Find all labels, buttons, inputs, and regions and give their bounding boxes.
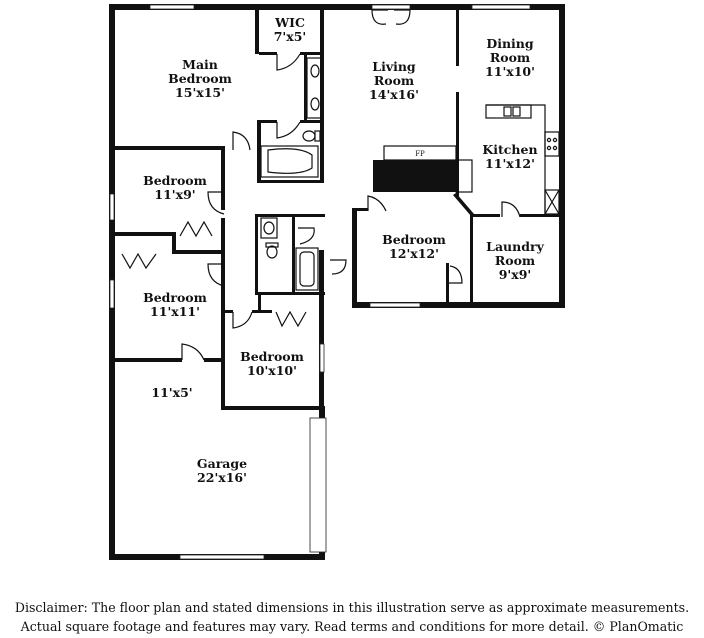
disclaimer-line-2: Actual square footage and features may v… [20, 619, 684, 634]
wic-size: 7'x5' [274, 29, 307, 44]
floor-plan: FP [109, 4, 565, 560]
windows [109, 4, 531, 560]
bedroom-11x11-size: 11'x11' [150, 304, 200, 319]
dining-room-line2: Room [490, 50, 530, 65]
dining-room-line1: Dining [486, 36, 534, 51]
laundry-room-line2: Room [495, 253, 535, 268]
room-labels: WIC 7'x5' Main Bedroom 15'x15' Living Ro… [143, 15, 544, 485]
garage-size: 22'x16' [197, 470, 247, 485]
bedroom-11x9-size: 11'x9' [154, 187, 195, 202]
dining-room-size: 11'x10' [485, 64, 535, 79]
disclaimer: Disclaimer: The floor plan and stated di… [0, 598, 704, 636]
main-bath-fixtures [260, 57, 322, 178]
main-bedroom-line1: Main [182, 57, 218, 72]
bedroom-11x9-name: Bedroom [143, 173, 207, 188]
living-room-line1: Living [372, 59, 416, 74]
kitchen-name: Kitchen [482, 142, 537, 157]
kitchen-counters [485, 104, 560, 215]
living-room-size: 14'x16' [369, 87, 419, 102]
bedroom-10x10-size: 10'x10' [247, 363, 297, 378]
fireplace-label: FP [415, 150, 425, 158]
bedroom-11x11-name: Bedroom [143, 290, 207, 305]
laundry-room-size: 9'x9' [499, 267, 532, 282]
hall-bath-fixtures [260, 217, 319, 291]
interior-walls [112, 8, 562, 410]
laundry-room-line1: Laundry [486, 239, 544, 254]
kitchen-size: 11'x12' [485, 156, 535, 171]
disclaimer-line-1: Disclaimer: The floor plan and stated di… [14, 600, 690, 615]
fireplace: FP [373, 145, 473, 193]
bedroom-12x12-size: 12'x12' [389, 246, 439, 261]
doors [121, 4, 521, 361]
living-room-line2: Room [374, 73, 414, 88]
main-bedroom-line2: Bedroom [168, 71, 232, 86]
garage-name: Garage [197, 456, 247, 471]
bedroom-10x10-name: Bedroom [240, 349, 304, 364]
storage-size: 11'x5' [151, 385, 192, 400]
bedroom-12x12-name: Bedroom [382, 232, 446, 247]
main-bedroom-size: 15'x15' [175, 85, 225, 100]
wic-name: WIC [274, 15, 305, 30]
